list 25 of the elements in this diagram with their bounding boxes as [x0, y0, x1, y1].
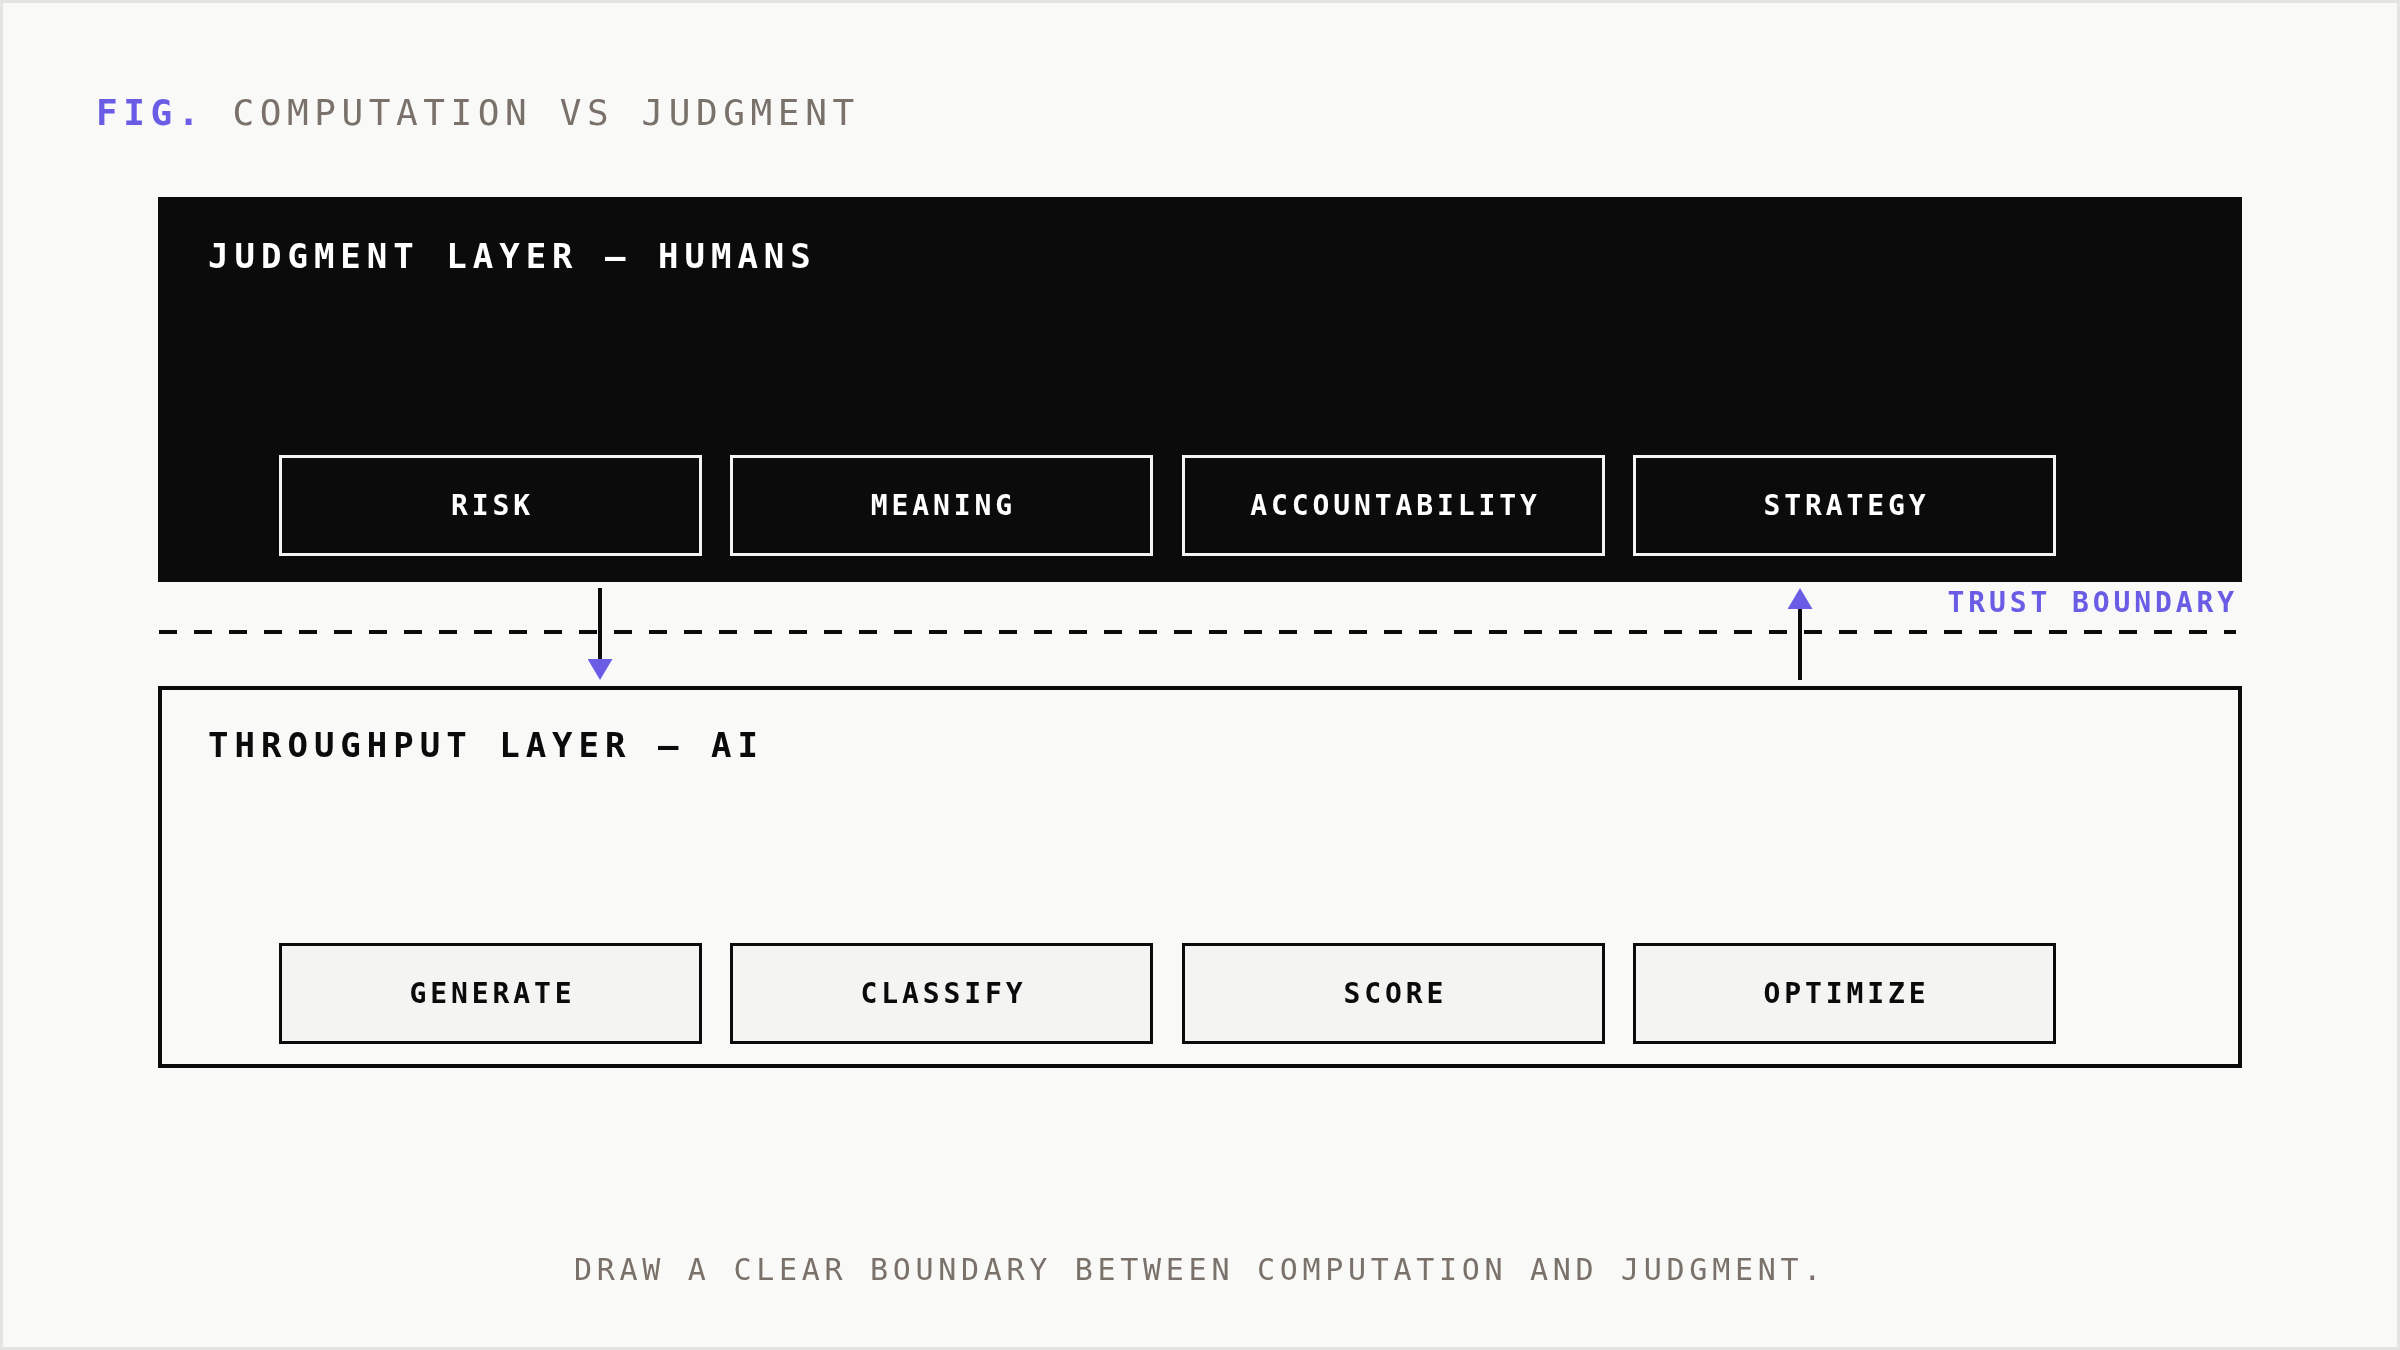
category-label: CLASSIFY: [859, 979, 1027, 1008]
figure-title: FIG. COMPUTATION VS JUDGMENT: [96, 95, 860, 131]
category-label: RISK: [449, 491, 534, 520]
category-label: MEANING: [869, 491, 1017, 520]
category-label: OPTIMIZE: [1762, 979, 1930, 1008]
category-label: STRATEGY: [1762, 491, 1930, 520]
category-box: [730, 455, 1153, 556]
category-label: GENERATE: [408, 979, 576, 1008]
category-label: ACCOUNTABILITY: [1249, 491, 1541, 520]
category-box: [279, 943, 702, 1044]
category-box: [279, 455, 702, 556]
category-label: SCORE: [1342, 979, 1448, 1008]
layer-panel: [158, 197, 2242, 582]
category-box: [1182, 455, 1605, 556]
boundary-label: TRUST BOUNDARY: [1947, 589, 2238, 617]
category-box: [730, 943, 1153, 1044]
layer-heading: THROUGHPUT LAYER — AI: [208, 728, 764, 762]
category-box: [1633, 455, 2056, 556]
category-box: [1182, 943, 1605, 1044]
arrow: [587, 588, 613, 680]
layer-heading: JUDGMENT LAYER — HUMANS: [208, 239, 817, 273]
category-box: [1633, 943, 2056, 1044]
layer-panel: [158, 686, 2242, 1068]
figure-caption: DRAW A CLEAR BOUNDARY BETWEEN COMPUTATION AND JUDGMENT.: [574, 1255, 1826, 1285]
arrow: [1787, 588, 1813, 680]
